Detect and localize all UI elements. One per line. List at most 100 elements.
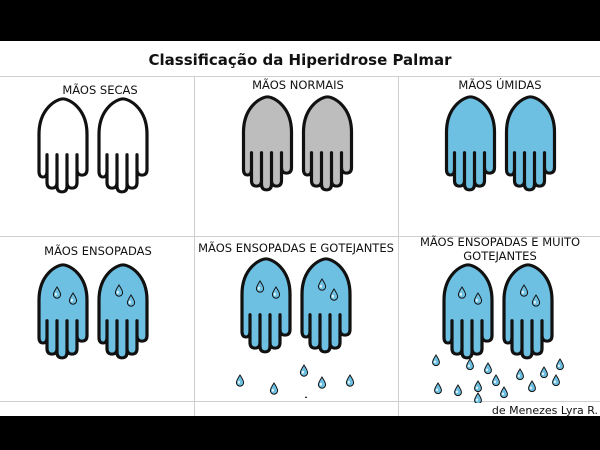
water-drop-icon-highlight	[434, 360, 436, 364]
panel-label-heavy-line-1: MÃOS ENSOPADAS E MUITO	[419, 235, 581, 249]
hands-moist	[440, 95, 560, 195]
water-drop-icon	[432, 354, 440, 367]
water-drop-icon-highlight	[486, 368, 488, 372]
water-drop-icon	[114, 284, 124, 297]
water-drop-icon-highlight	[274, 292, 276, 296]
grid-line-top	[0, 76, 600, 77]
left-hand-icon	[442, 263, 494, 360]
right-hand-icon	[97, 97, 149, 194]
grid-line-bottom	[0, 401, 600, 402]
left-hand-icon	[241, 95, 294, 192]
right-hand-icon	[301, 95, 354, 192]
hands-soaked	[35, 263, 150, 363]
panel-label-normal: MÃOS NORMAIS	[218, 78, 378, 92]
water-drop-icon-highlight	[436, 388, 438, 392]
diagram-title: Classificação da Hiperidrose Palmar	[148, 51, 452, 69]
water-drop-icon	[540, 366, 548, 379]
water-drop-icon-highlight	[320, 382, 322, 386]
water-drop-icon	[466, 358, 474, 371]
water-drop-icon-highlight	[554, 380, 556, 384]
hands-moist-svg	[444, 95, 557, 192]
water-drop-icon	[345, 374, 355, 387]
water-drop-icon	[317, 278, 327, 291]
panel-label-soaked: MÃOS ENSOPADAS	[18, 244, 178, 258]
left-hand-icon	[37, 263, 89, 360]
water-drop-icon	[454, 384, 462, 397]
water-drop-icon-highlight	[117, 290, 119, 294]
panel-label-soaked-line-1: MÃOS ENSOPADAS	[44, 244, 152, 258]
water-drop-icon-highlight	[522, 290, 524, 294]
panel-label-moist-line-1: MÃOS ÚMIDAS	[458, 78, 542, 92]
left-hand-icon	[240, 257, 292, 354]
water-drop-icon-highlight	[558, 364, 560, 368]
water-drop-icon	[531, 294, 541, 307]
panel-label-normal-line-1: MÃOS NORMAIS	[252, 78, 344, 92]
left-hand-icon	[37, 97, 89, 194]
water-drop-icon-highlight	[238, 380, 240, 384]
hands-normal-svg	[241, 95, 354, 192]
water-drop-icon-highlight	[518, 374, 520, 378]
water-drop-icon	[516, 368, 524, 381]
water-drop-icon-highlight	[534, 300, 536, 304]
water-drop-icon-highlight	[502, 392, 504, 396]
hands-soaked-svg	[37, 263, 149, 360]
hands-dry-svg	[37, 97, 149, 194]
water-drop-icon	[269, 382, 279, 395]
grid-line-col-2	[398, 76, 399, 416]
water-drop-icon	[474, 380, 482, 393]
water-drop-icon-highlight	[348, 380, 350, 384]
right-hand-icon	[97, 263, 149, 360]
panel-label-moist: MÃOS ÚMIDAS	[420, 78, 580, 92]
hands-soaked-dripping	[230, 253, 365, 409]
water-drop-icon-highlight	[272, 388, 274, 392]
left-hand-icon	[444, 95, 497, 192]
water-drop-icon	[474, 392, 482, 405]
water-drop-icon-highlight	[320, 284, 322, 288]
panel-label-soaked-dripping-line-1: MÃOS ENSOPADAS E GOTEJANTES	[198, 241, 394, 255]
water-drop-icon	[552, 374, 560, 387]
water-drop-icon-highlight	[476, 298, 478, 302]
hands-soaked-dripping-svg	[235, 257, 355, 409]
water-drop-icon-highlight	[494, 380, 496, 384]
water-drop-icon	[434, 382, 442, 395]
water-drop-icon	[317, 376, 327, 389]
grid-line-middle	[0, 236, 600, 237]
water-drop-icon-highlight	[476, 398, 478, 402]
right-hand-icon	[504, 95, 557, 192]
water-drop-icon	[492, 374, 500, 387]
water-drop-icon-highlight	[530, 386, 532, 390]
water-drop-icon-highlight	[258, 286, 260, 290]
grid-line-col-1	[194, 76, 195, 416]
hands-soaked-heavy-dripping-svg	[432, 263, 564, 405]
water-drop-icon	[68, 292, 78, 305]
panel-label-heavy-line-2: GOTEJANTES	[463, 249, 537, 263]
water-drop-icon	[457, 286, 467, 299]
diagram-canvas: Classificação da Hiperidrose Palmar MÃOS…	[0, 41, 600, 417]
water-drop-icon	[500, 386, 508, 399]
credit-text: de Menezes Lyra R.	[491, 404, 598, 417]
water-drop-icon-highlight	[71, 298, 73, 302]
water-drop-icon-highlight	[55, 292, 57, 296]
water-drop-icon	[299, 364, 309, 377]
water-drop-icon	[556, 358, 564, 371]
water-drop-icon	[301, 396, 311, 409]
water-drop-icon-highlight	[542, 372, 544, 376]
water-drop-icon-highlight	[302, 370, 304, 374]
water-drop-icon	[271, 286, 281, 299]
water-drop-icon-highlight	[460, 292, 462, 296]
water-drop-icon-highlight	[476, 386, 478, 390]
right-hand-icon	[502, 263, 554, 360]
hands-dry	[35, 97, 150, 197]
hands-normal	[237, 95, 357, 195]
water-drop-icon-highlight	[456, 390, 458, 394]
panel-label-soaked-heavy-dripping: MÃOS ENSOPADAS E MUITO GOTEJANTES	[405, 235, 595, 263]
water-drop-icon	[255, 280, 265, 293]
water-drop-icon-highlight	[129, 300, 131, 304]
water-drop-icon	[235, 374, 245, 387]
water-drop-icon-highlight	[468, 364, 470, 368]
panel-label-dry: MÃOS SECAS	[20, 83, 180, 97]
water-drop-icon	[528, 380, 536, 393]
water-drop-icon	[473, 292, 483, 305]
panel-label-dry-line-1: MÃOS SECAS	[62, 83, 138, 97]
hands-soaked-heavy-dripping	[430, 263, 570, 405]
